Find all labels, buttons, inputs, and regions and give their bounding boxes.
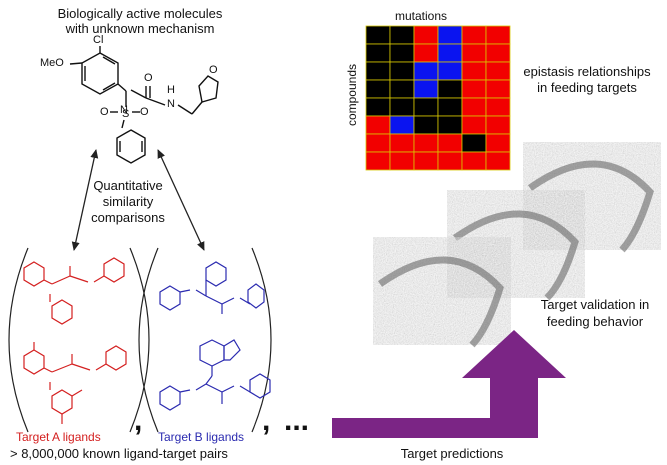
heatmap-cell — [413, 151, 439, 171]
heatmap-cell — [485, 151, 511, 171]
comparison-label-1: Quantitative — [93, 178, 163, 193]
heatmap-cell — [413, 25, 439, 45]
heatmap-cell — [389, 79, 415, 99]
heatmap-cell — [389, 115, 415, 135]
heatmap-cell — [365, 25, 391, 45]
heatmap-cell — [485, 79, 511, 99]
main-molecule — [69, 46, 219, 164]
atom-n-amide: N — [167, 98, 175, 110]
target-predictions-label: Target predictions — [400, 446, 504, 461]
heatmap-cell — [413, 79, 439, 99]
target-a-ligand-2 — [23, 342, 127, 424]
heatmap-cell — [365, 61, 391, 81]
heatmap-cell — [413, 61, 439, 81]
heatmap-cell — [461, 25, 487, 45]
target-b-label: Target B ligands — [158, 430, 245, 444]
heatmap-cell — [437, 79, 463, 99]
atom-o-furan: O — [209, 64, 218, 76]
heatmap-cell — [461, 133, 487, 153]
heatmap-cell — [437, 115, 463, 135]
target-b-ligand-2 — [159, 339, 271, 411]
atom-s: S — [122, 108, 130, 120]
heatmap-cell — [413, 115, 439, 135]
comparison-arrow-right — [157, 149, 205, 251]
title-line-1: Biologically active molecules — [57, 6, 223, 21]
heatmap-cell — [437, 97, 463, 117]
atom-cl: Cl — [93, 34, 104, 46]
heatmap-cell — [389, 151, 415, 171]
heatmap-cell — [365, 115, 391, 135]
heatmap-cell — [485, 97, 511, 117]
atom-meo: MeO — [40, 57, 64, 69]
heatmap-cell — [461, 115, 487, 135]
heatmap-cell — [461, 97, 487, 117]
heatmap-cell — [389, 43, 415, 63]
heatmap-cell — [413, 43, 439, 63]
heatmap-cell — [389, 25, 415, 45]
validation-label-2: feeding behavior — [546, 314, 644, 329]
comparison-label-3: comparisons — [91, 210, 165, 225]
heatmap-cell — [413, 97, 439, 117]
microscopy-panel-front — [373, 237, 511, 348]
heatmap-cell — [461, 79, 487, 99]
comparison-arrow-left — [71, 149, 99, 251]
atom-o-carbonyl: O — [144, 72, 153, 84]
heatmap-cell — [413, 133, 439, 153]
heatmap-cell — [437, 133, 463, 153]
heatmap-cell — [389, 97, 415, 117]
target-predictions-arrow — [332, 330, 566, 438]
heatmap-side-label: compounds — [345, 63, 359, 127]
heatmap-cell — [461, 61, 487, 81]
atom-o-s1: O — [100, 106, 109, 118]
comma-separator-2: , — [262, 404, 271, 437]
heatmap-cell — [365, 79, 391, 99]
heatmap-cell — [365, 43, 391, 63]
heatmap-cell — [437, 43, 463, 63]
heatmap-cell — [485, 25, 511, 45]
heatmap-cell — [365, 151, 391, 171]
heatmap-cell — [461, 43, 487, 63]
bracket-a-right — [129, 247, 150, 433]
bracket-a-left — [8, 247, 29, 433]
validation-label-1: Target validation in — [540, 297, 650, 312]
atom-o-s2: O — [140, 106, 149, 118]
heatmap-cell — [461, 151, 487, 171]
heatmap-cell — [485, 133, 511, 153]
atom-h: H — [167, 84, 175, 96]
heatmap-grid — [365, 25, 511, 171]
comparison-label-2: similarity — [102, 194, 154, 209]
bracket-b-right — [251, 247, 272, 433]
epistasis-label-2: in feeding targets — [537, 80, 637, 95]
epistasis-label-1: epistasis relationships — [523, 64, 651, 79]
heatmap-cell — [389, 133, 415, 153]
target-b-ligand-1 — [159, 261, 265, 314]
target-a-label: Target A ligands — [16, 430, 101, 444]
heatmap-cell — [365, 133, 391, 153]
heatmap-cell — [437, 61, 463, 81]
pairs-label: > 8,000,000 known ligand-target pairs — [10, 446, 228, 461]
atom-n: N — [120, 104, 128, 116]
heatmap-cell — [485, 61, 511, 81]
heatmap-cell — [485, 43, 511, 63]
comma-separator-1: , — [134, 404, 143, 437]
heatmap-top-label: mutations — [394, 9, 448, 23]
heatmap-cell — [365, 97, 391, 117]
bracket-b-left — [138, 247, 159, 433]
heatmap-cell — [437, 151, 463, 171]
heatmap-cell — [485, 115, 511, 135]
target-a-ligand-1 — [23, 257, 125, 325]
heatmap-cell — [437, 25, 463, 45]
ellipsis: ... — [284, 404, 310, 437]
heatmap-cell — [389, 61, 415, 81]
title-line-2: with unknown mechanism — [65, 21, 215, 36]
